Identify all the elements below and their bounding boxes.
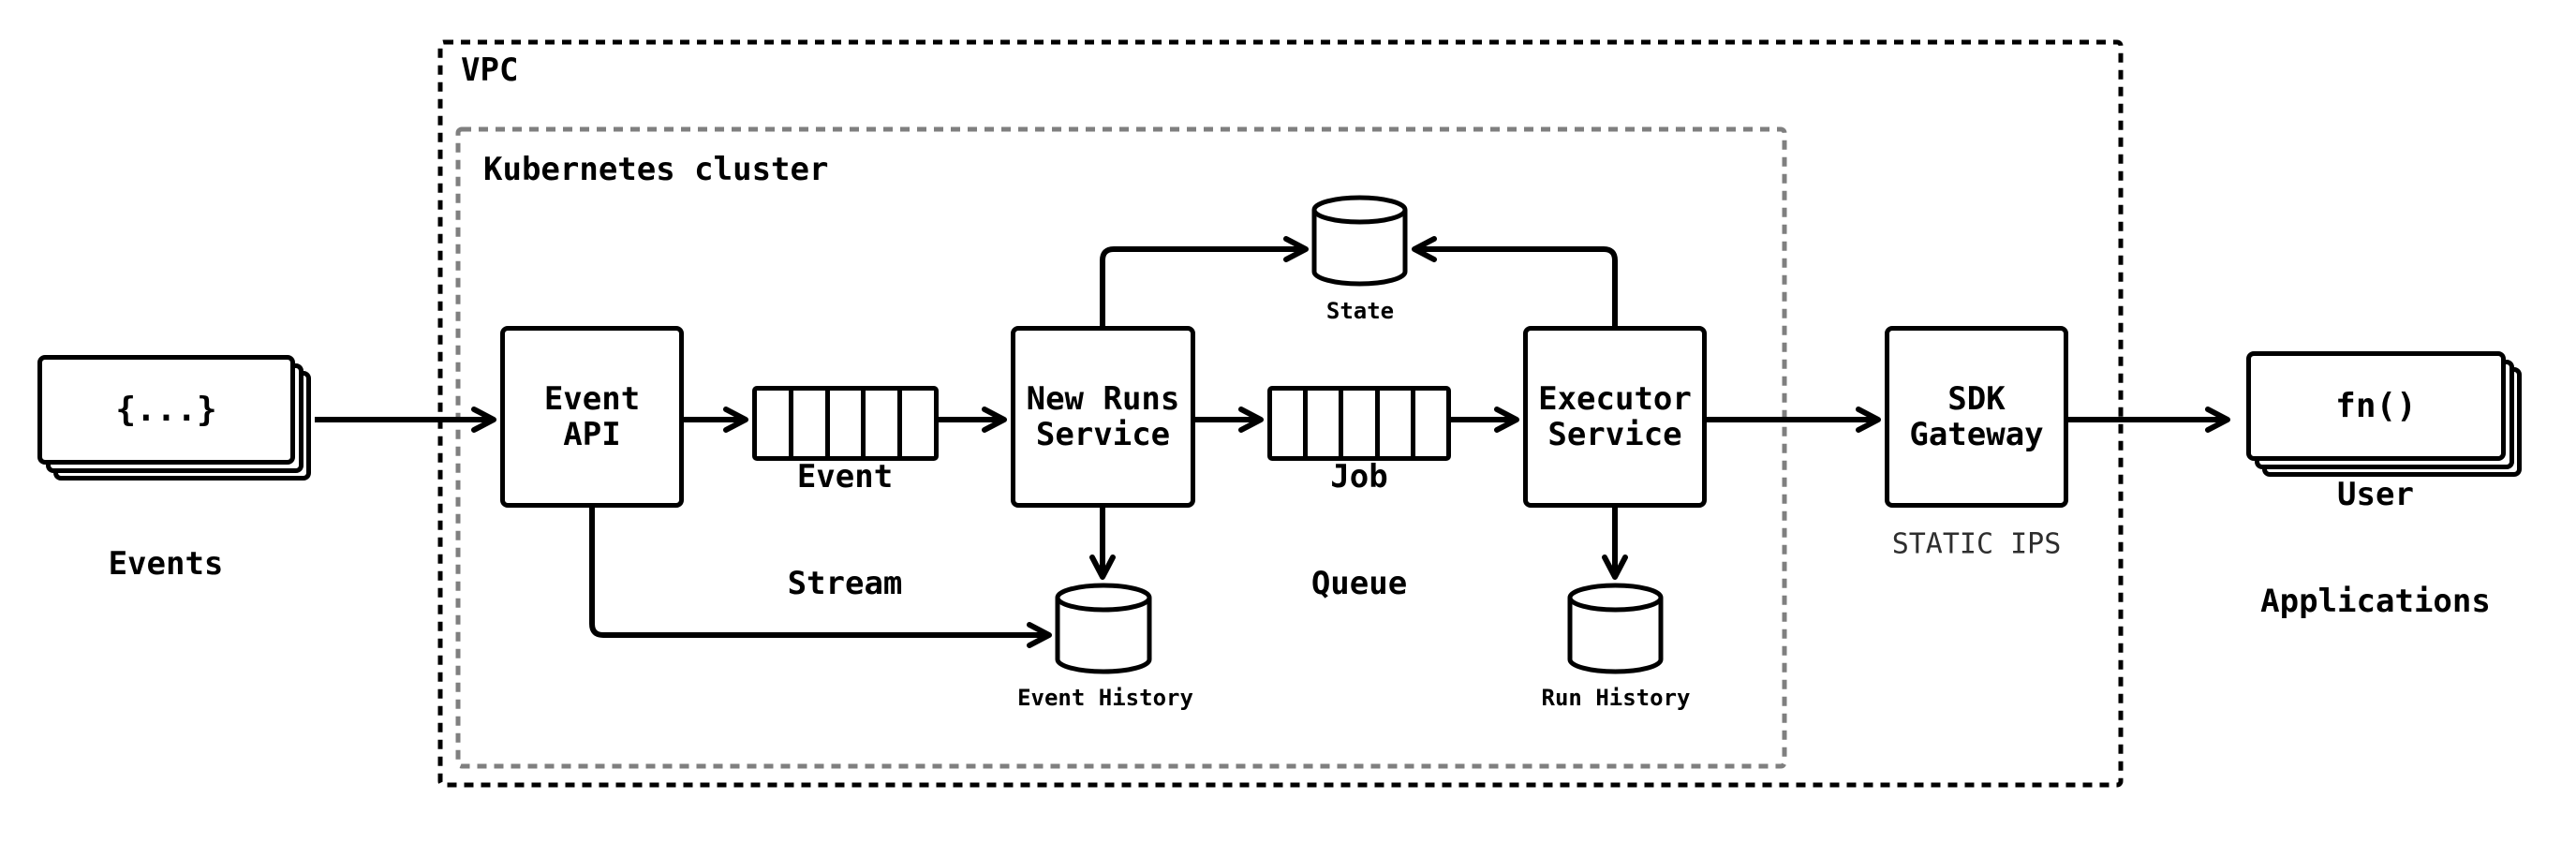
- sdk-gateway-label-line1: SDK: [1947, 380, 2006, 418]
- json-braces-icon: {...}: [115, 391, 217, 429]
- queue-cell: [1415, 391, 1446, 456]
- user-applications-label-line2: Applications: [2260, 583, 2491, 620]
- vpc-label: VPC: [461, 52, 519, 89]
- event-stream-queue-icon: [752, 386, 939, 461]
- executor-service-node: Executor Service: [1523, 326, 1707, 508]
- user-applications-node: fn(): [2246, 351, 2522, 477]
- queue-cell: [1308, 391, 1344, 456]
- event-stream-label-line1: Event: [796, 458, 894, 495]
- new-runs-label-line2: Service: [1035, 416, 1171, 453]
- job-queue-icon: [1267, 386, 1451, 461]
- queue-cell: [793, 391, 830, 456]
- queue-cell: [830, 391, 866, 456]
- event-history-database-icon: [1055, 583, 1152, 674]
- new-runs-label-line1: New Runs: [1026, 380, 1180, 418]
- sdk-gateway-node: SDK Gateway: [1885, 326, 2068, 508]
- queue-cell: [757, 391, 793, 456]
- queue-cell: [1272, 391, 1309, 456]
- kubernetes-cluster-container: [455, 126, 1787, 769]
- user-applications-card: fn(): [2246, 351, 2506, 461]
- job-queue-label: Job Queue: [1311, 388, 1407, 673]
- event-stream-label-line2: Stream: [787, 565, 903, 602]
- event-stream-label: Event Stream: [788, 388, 903, 673]
- executor-label-line2: Service: [1547, 416, 1682, 453]
- events-card: {...}: [37, 355, 295, 465]
- run-history-database-icon: [1567, 583, 1664, 674]
- queue-cell: [902, 391, 934, 456]
- events-node: {...}: [37, 355, 311, 481]
- event-api-label-line1: Event: [543, 380, 641, 418]
- user-applications-label-line1: User: [2337, 476, 2414, 513]
- user-applications-label: User Applications: [2260, 406, 2491, 690]
- event-api-node: Event API: [500, 326, 684, 508]
- static-ips-label: STATIC IPS: [1891, 527, 2062, 561]
- kubernetes-cluster-label: Kubernetes cluster: [483, 151, 829, 188]
- edge-event-api-to-event-history: [589, 506, 1052, 648]
- job-queue-label-line1: Job: [1330, 458, 1388, 495]
- new-runs-service-node: New Runs Service: [1011, 326, 1195, 508]
- edge-executor-to-state: [1412, 236, 1618, 328]
- function-icon: fn(): [2335, 387, 2417, 425]
- event-history-database-label: Event History: [1017, 685, 1193, 711]
- state-database-label: State: [1325, 298, 1395, 324]
- queue-cell: [866, 391, 903, 456]
- state-database-icon: [1311, 195, 1408, 287]
- executor-label-line1: Executor: [1538, 380, 1692, 418]
- queue-cell: [1380, 391, 1415, 456]
- event-api-label-line2: API: [563, 416, 621, 453]
- sdk-gateway-label-line2: Gateway: [1909, 416, 2044, 453]
- queue-cell: [1343, 391, 1380, 456]
- run-history-database-label: Run History: [1541, 685, 1691, 711]
- events-label: Events: [108, 545, 224, 583]
- job-queue-label-line2: Queue: [1310, 565, 1408, 602]
- edge-new-runs-to-state: [1100, 236, 1309, 328]
- vpc-container: [437, 39, 2124, 788]
